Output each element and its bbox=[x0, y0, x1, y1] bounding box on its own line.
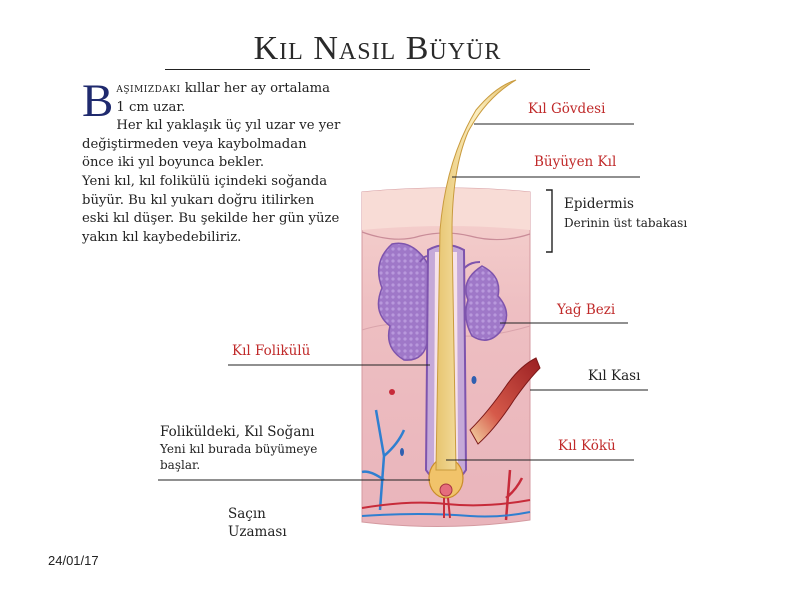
epidermis-bracket bbox=[546, 189, 553, 253]
footer-date: 24/01/17 bbox=[48, 553, 99, 568]
label-bulb-sub-2: başlar. bbox=[160, 458, 201, 472]
bulb-vessel bbox=[443, 497, 451, 519]
drop-cap: B bbox=[82, 75, 114, 127]
page-title: Kıl Nasıl Büyür bbox=[253, 30, 502, 67]
artery-right bbox=[504, 469, 524, 521]
sebaceous-gland-right bbox=[465, 265, 508, 341]
intro-paragraph-2: Her kıl yaklaşık üç yıl uzar ve yer deği… bbox=[82, 118, 341, 171]
label-bulb-sub-1: Yeni kıl burada büyümeye bbox=[160, 442, 318, 456]
hair-shaft bbox=[435, 79, 517, 471]
dermal-papilla bbox=[439, 483, 453, 497]
label-hair-growth-2: Uzaması bbox=[228, 524, 287, 540]
label-hair-muscle: Kıl Kası bbox=[588, 368, 641, 384]
label-hair-bulb: Foliküldeki, Kıl Soğanı bbox=[160, 424, 315, 440]
title-underline bbox=[165, 69, 590, 70]
intro-paragraph-3: Yeni kıl, kıl folikülü içindeki soğanda … bbox=[82, 173, 340, 245]
intro-caps-word: aşımızdaki bbox=[116, 81, 181, 96]
label-growing-hair: Büyüyen Kıl bbox=[534, 154, 617, 170]
label-hair-growth-1: Saçın bbox=[228, 506, 266, 522]
base-vein bbox=[361, 511, 531, 518]
sebaceous-gland-left bbox=[377, 242, 435, 361]
intro-line-1: kıllar her ay ortalama 1 cm uzar. bbox=[116, 81, 330, 115]
vein-left bbox=[361, 409, 406, 511]
label-epidermis: Epidermis bbox=[564, 196, 634, 212]
cell-blue-2 bbox=[400, 448, 404, 456]
label-sebaceous-gland: Yağ Bezi bbox=[557, 302, 616, 318]
label-hair-root: Kıl Kökü bbox=[558, 438, 616, 454]
intro-text: B aşımızdaki kıllar her ay ortalama 1 cm… bbox=[82, 75, 342, 247]
base-vessels bbox=[361, 499, 531, 509]
arrector-pili-muscle bbox=[469, 357, 541, 445]
cell-blue-1 bbox=[471, 376, 477, 384]
label-hair-follicle: Kıl Folikülü bbox=[232, 343, 311, 359]
label-hair-shaft: Kıl Gövdesi bbox=[528, 101, 606, 117]
label-epidermis-sub: Derinin üst tabakası bbox=[564, 216, 688, 230]
cell-red bbox=[389, 389, 395, 395]
